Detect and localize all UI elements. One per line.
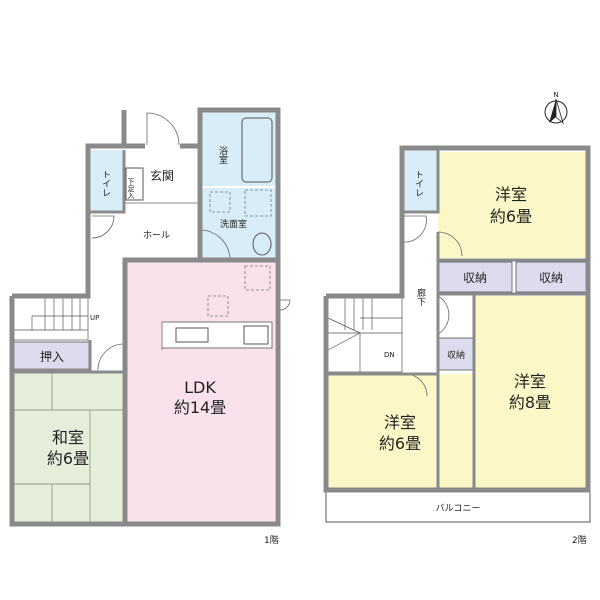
label-storage-3: 収納 [447, 349, 465, 361]
room-western-a [438, 152, 586, 258]
wall-2f [323, 145, 591, 493]
label-washroom: 洗面室 [220, 218, 247, 230]
label-western-a-size: 約6畳 [490, 207, 532, 226]
fixture [209, 191, 231, 213]
getabako [125, 167, 144, 201]
wall-1f [12, 110, 127, 299]
label-western-b-size: 約8畳 [509, 393, 551, 412]
door-swing [91, 215, 115, 239]
compass-north-label: N [553, 91, 558, 99]
door-swing [199, 229, 231, 261]
label-hall: ホール [143, 230, 170, 241]
wall-1f [124, 202, 198, 350]
label-toilet-2f: トイレ [413, 170, 424, 197]
tatami-lines [14, 372, 124, 522]
room-storage-3 [437, 337, 475, 371]
floor-1-label: 1階 [264, 535, 279, 546]
room-washitsu [14, 372, 124, 522]
ceiling-fixture [244, 265, 271, 291]
room-toilet-2f [403, 150, 438, 212]
door-swing [437, 295, 450, 335]
wall-1f [12, 150, 126, 374]
label-western-c-size: 約6畳 [379, 434, 421, 453]
room-storage-2 [515, 261, 587, 293]
balcony [325, 491, 591, 523]
room-western-b [474, 296, 586, 488]
wall-2f [328, 150, 588, 490]
door-swing [403, 215, 427, 243]
door-swing [146, 112, 180, 146]
floor-2-label: 2階 [572, 535, 587, 546]
label-toilet-1f: トイレ [100, 170, 111, 197]
label-balcony: バルコニー [436, 503, 481, 514]
label-bath: 浴室 [217, 146, 228, 164]
door-swing [278, 299, 291, 311]
room-ldk [125, 262, 275, 522]
kitchen-sink [175, 327, 209, 343]
ceiling-fixture [207, 295, 229, 317]
label-storage-1: 収納 [463, 271, 487, 285]
label-stairs-up: UP [90, 314, 99, 322]
room-storage-1 [437, 261, 513, 293]
stove [243, 325, 269, 345]
wall-1f [122, 146, 278, 522]
stairs-2f [327, 297, 403, 373]
label-stairs-dn: DN [384, 351, 395, 359]
door-swing [437, 231, 463, 257]
floor-1 [9, 107, 291, 527]
label-washitsu-size: 約6畳 [47, 449, 89, 468]
label-ldk-size: 約14畳 [174, 398, 226, 417]
label-western-b: 洋室 [514, 372, 546, 391]
label-getabako: 下足入 [127, 178, 135, 199]
room-bath [200, 112, 276, 186]
label-washitsu: 和室 [52, 428, 84, 447]
north-arrow-icon: N [544, 91, 568, 125]
label-corridor: 廊下 [415, 287, 426, 307]
fixture [244, 189, 272, 217]
room-western-c [328, 374, 474, 488]
bathtub [241, 117, 273, 183]
floor-2 [323, 145, 591, 523]
stairs-1f [13, 297, 89, 341]
room-washroom [200, 188, 276, 258]
wash-basin [252, 232, 272, 256]
room-toilet-1f [90, 150, 124, 212]
door-swing [97, 343, 125, 371]
label-western-a: 洋室 [495, 185, 527, 204]
label-genkan: 玄関 [150, 168, 174, 183]
label-oshiire: 押入 [40, 350, 64, 364]
label-ldk: LDK [184, 378, 216, 397]
label-western-c: 洋室 [384, 413, 416, 432]
label-storage-2: 収納 [539, 271, 563, 285]
